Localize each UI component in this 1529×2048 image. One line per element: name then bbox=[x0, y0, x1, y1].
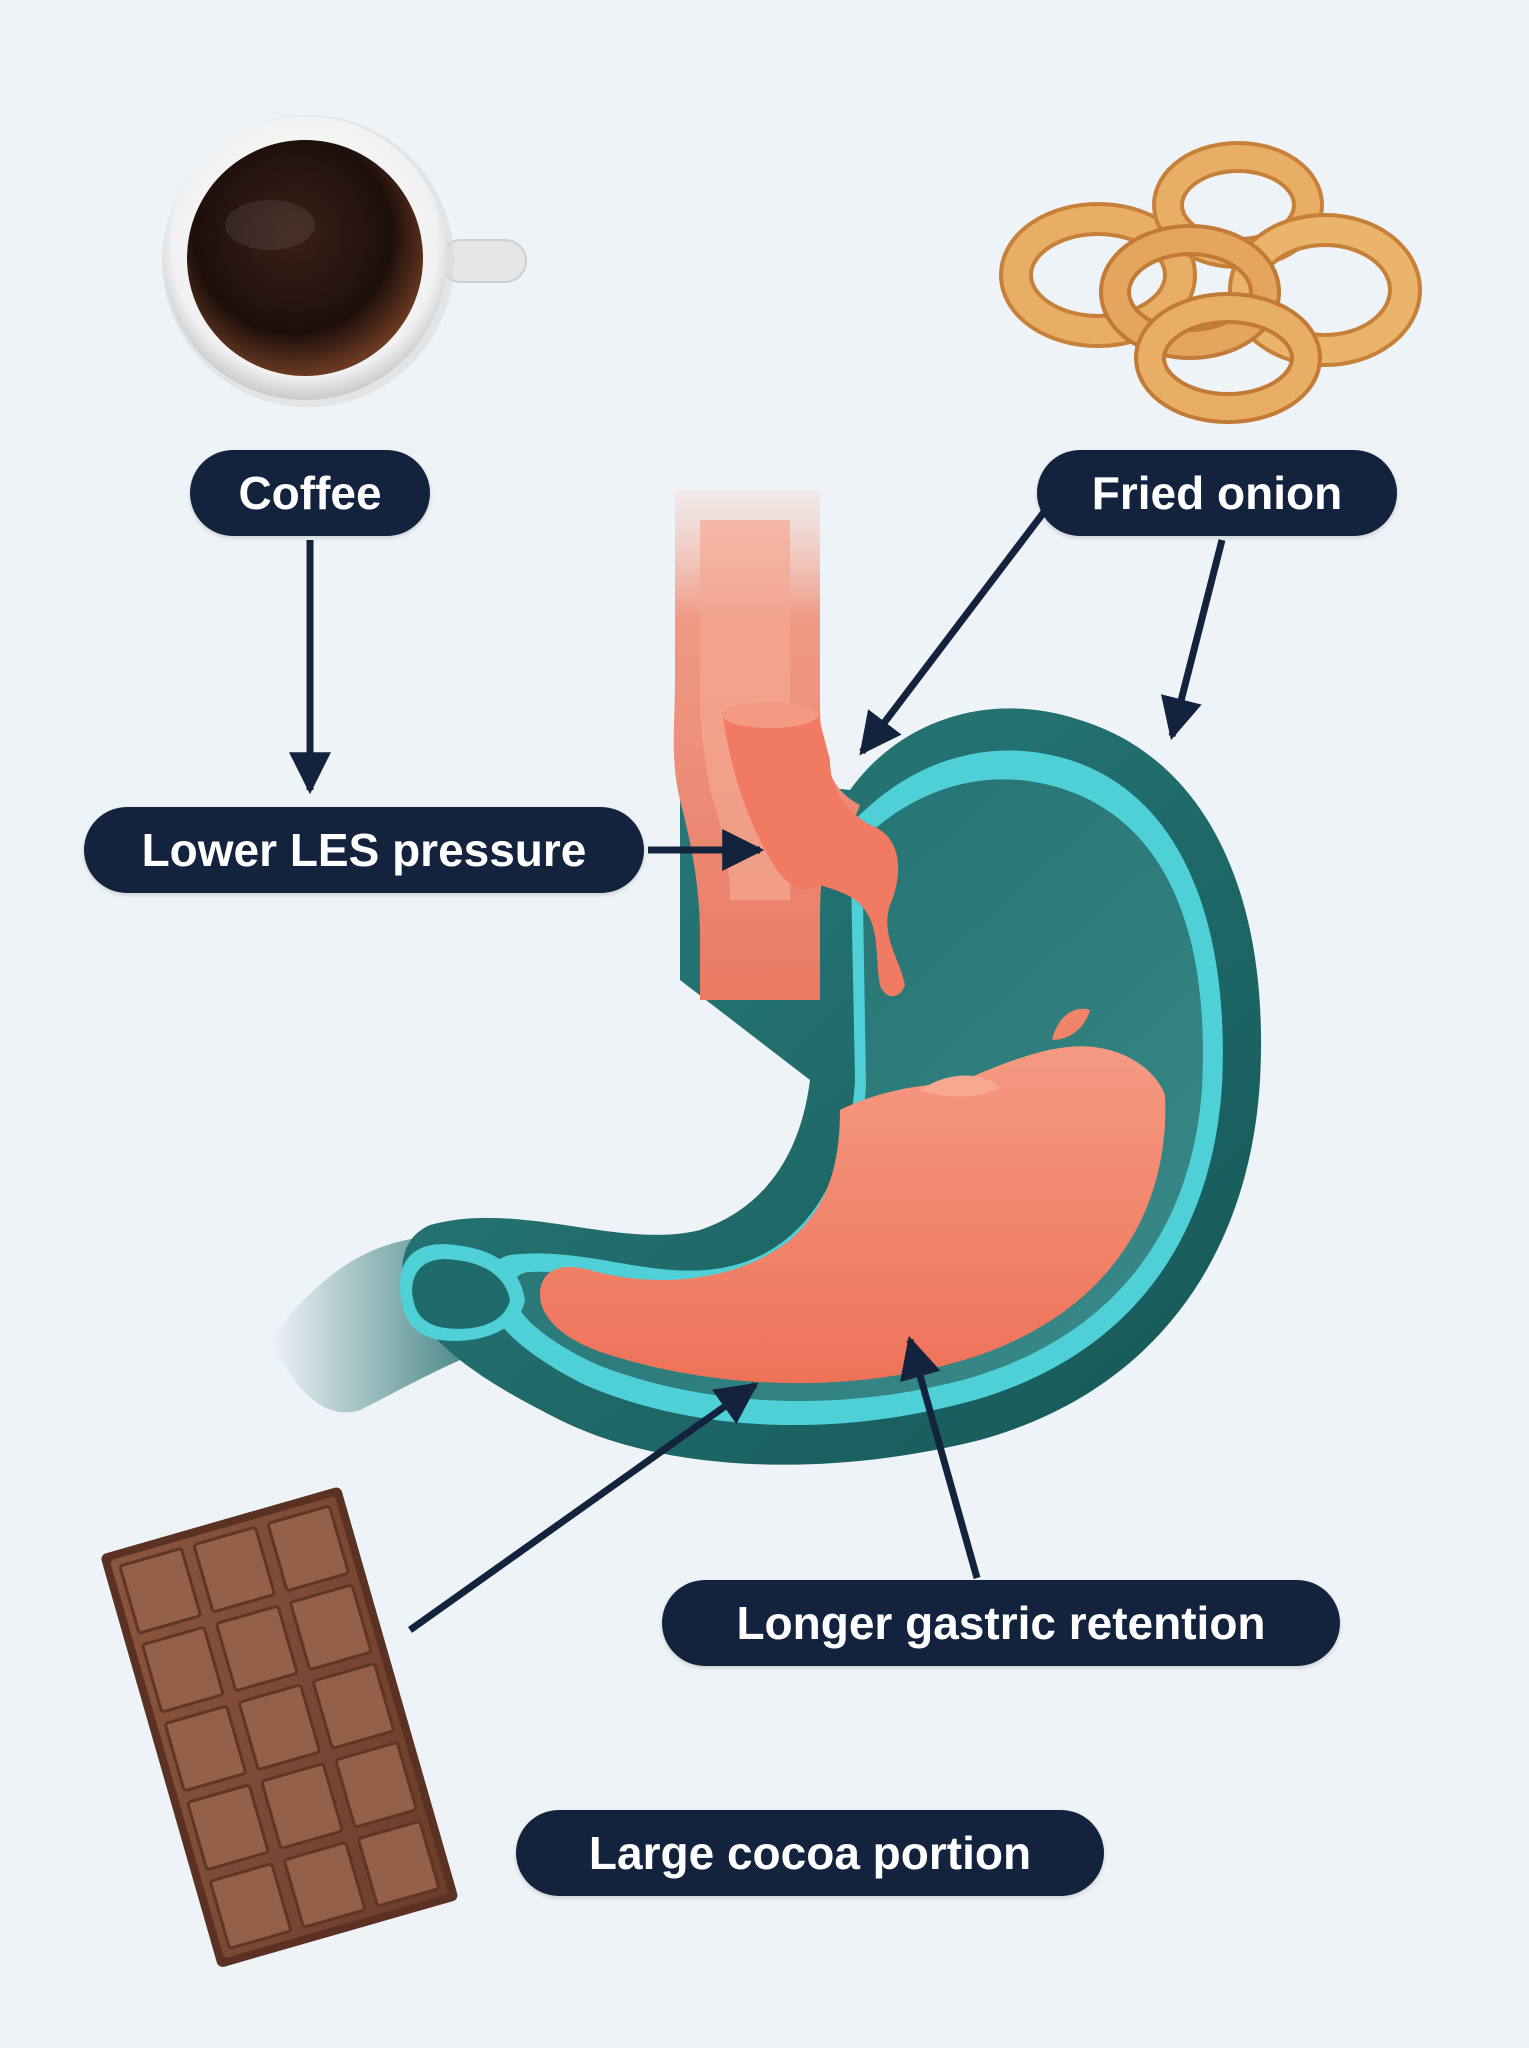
arrow-retention-to-contents bbox=[900, 1335, 981, 1579]
arrows bbox=[289, 509, 1226, 1633]
stomach-illustration bbox=[270, 490, 1262, 1465]
coffee-label: Coffee bbox=[190, 450, 430, 536]
longer-gastric-retention-label: Longer gastric retention bbox=[662, 1580, 1340, 1666]
arrow-cocoa-to-contents bbox=[407, 1382, 759, 1633]
onion-rings-icon bbox=[999, 141, 1422, 424]
fried-onion-label: Fried onion bbox=[1037, 450, 1397, 536]
arrow-fried-onion-to-stomach bbox=[1160, 539, 1226, 741]
coffee-cup-icon bbox=[162, 115, 527, 407]
large-cocoa-portion-label: Large cocoa portion bbox=[516, 1810, 1104, 1896]
chocolate-bar-icon bbox=[101, 1487, 458, 1967]
lower-les-pressure-label: Lower LES pressure bbox=[84, 807, 644, 893]
arrow-fried-onion-to-les bbox=[859, 509, 1047, 756]
